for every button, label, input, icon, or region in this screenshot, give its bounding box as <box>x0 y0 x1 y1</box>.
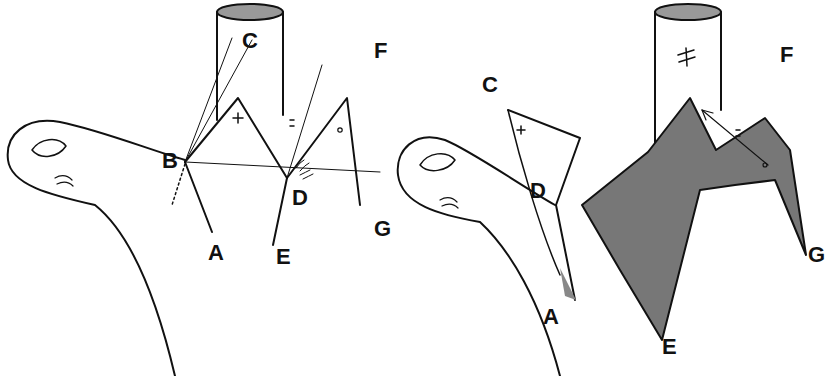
point-label: A <box>208 242 224 264</box>
point-label: G <box>808 244 825 266</box>
point-label: A <box>543 306 559 328</box>
point-label: G <box>374 218 391 240</box>
point-label: E <box>276 246 291 268</box>
point-label: C <box>242 30 258 52</box>
point-label: F <box>374 40 387 62</box>
point-label: D <box>292 187 308 209</box>
point-label: E <box>662 336 677 358</box>
point-label: B <box>162 150 178 172</box>
point-label: F <box>780 44 793 66</box>
point-label: D <box>530 180 546 202</box>
point-label: C <box>482 74 498 96</box>
